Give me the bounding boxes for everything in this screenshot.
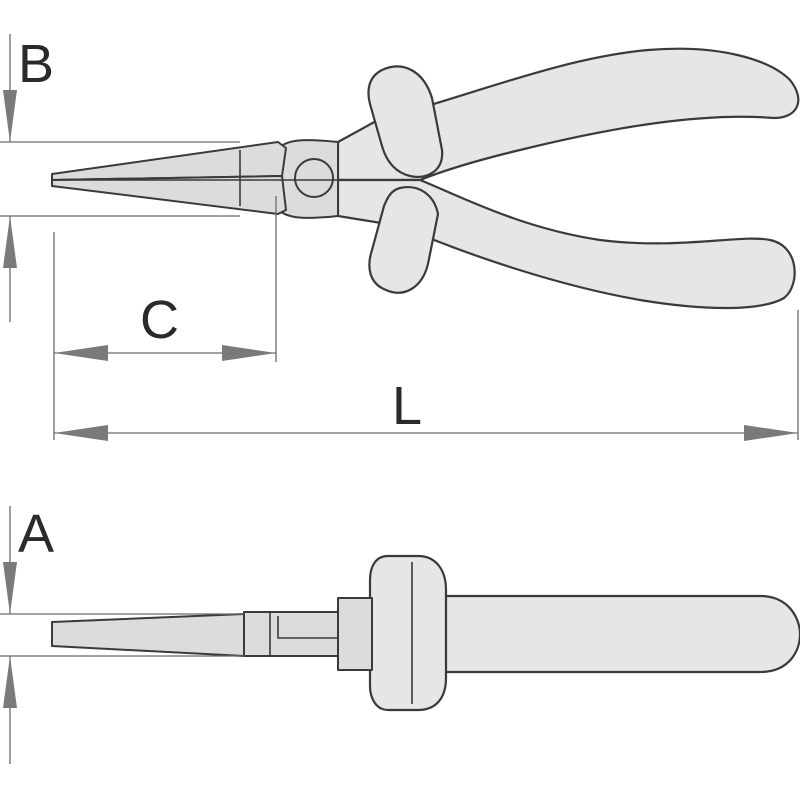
- a-arrow-up: [3, 656, 17, 708]
- grip-guard-top-view: [368, 554, 448, 712]
- upper-jaw: [51, 141, 287, 181]
- c-arrow-left: [54, 345, 108, 361]
- dimension-c: C: [54, 290, 276, 361]
- l-arrow-left: [54, 425, 108, 441]
- lower-grip-guard: [368, 186, 440, 294]
- upper-handle: [336, 47, 800, 182]
- dimension-b: B: [3, 34, 54, 322]
- joint-neck-top-view: [243, 611, 339, 657]
- neck-step: [277, 616, 338, 639]
- dimension-a: A: [3, 504, 54, 764]
- b-arrow-down: [3, 90, 17, 142]
- lower-handle: [336, 178, 796, 310]
- bottom-view: A: [0, 504, 800, 764]
- label-b: B: [18, 34, 54, 94]
- a-arrow-down: [3, 562, 17, 614]
- b-arrow-up: [3, 216, 17, 268]
- c-arrow-right: [222, 345, 276, 361]
- top-view: B C L: [0, 34, 800, 441]
- handle-top-view: [438, 594, 800, 674]
- label-l: L: [392, 376, 422, 436]
- jaw-top-view: [51, 613, 245, 657]
- lower-jaw: [51, 175, 287, 215]
- upper-grip-guard: [367, 65, 444, 178]
- label-a: A: [18, 504, 54, 564]
- l-arrow-right: [744, 425, 798, 441]
- pivot-rivet: [294, 158, 334, 198]
- label-c: C: [140, 290, 179, 350]
- dimension-l: L: [54, 376, 798, 441]
- joint-block-top-view: [337, 597, 373, 671]
